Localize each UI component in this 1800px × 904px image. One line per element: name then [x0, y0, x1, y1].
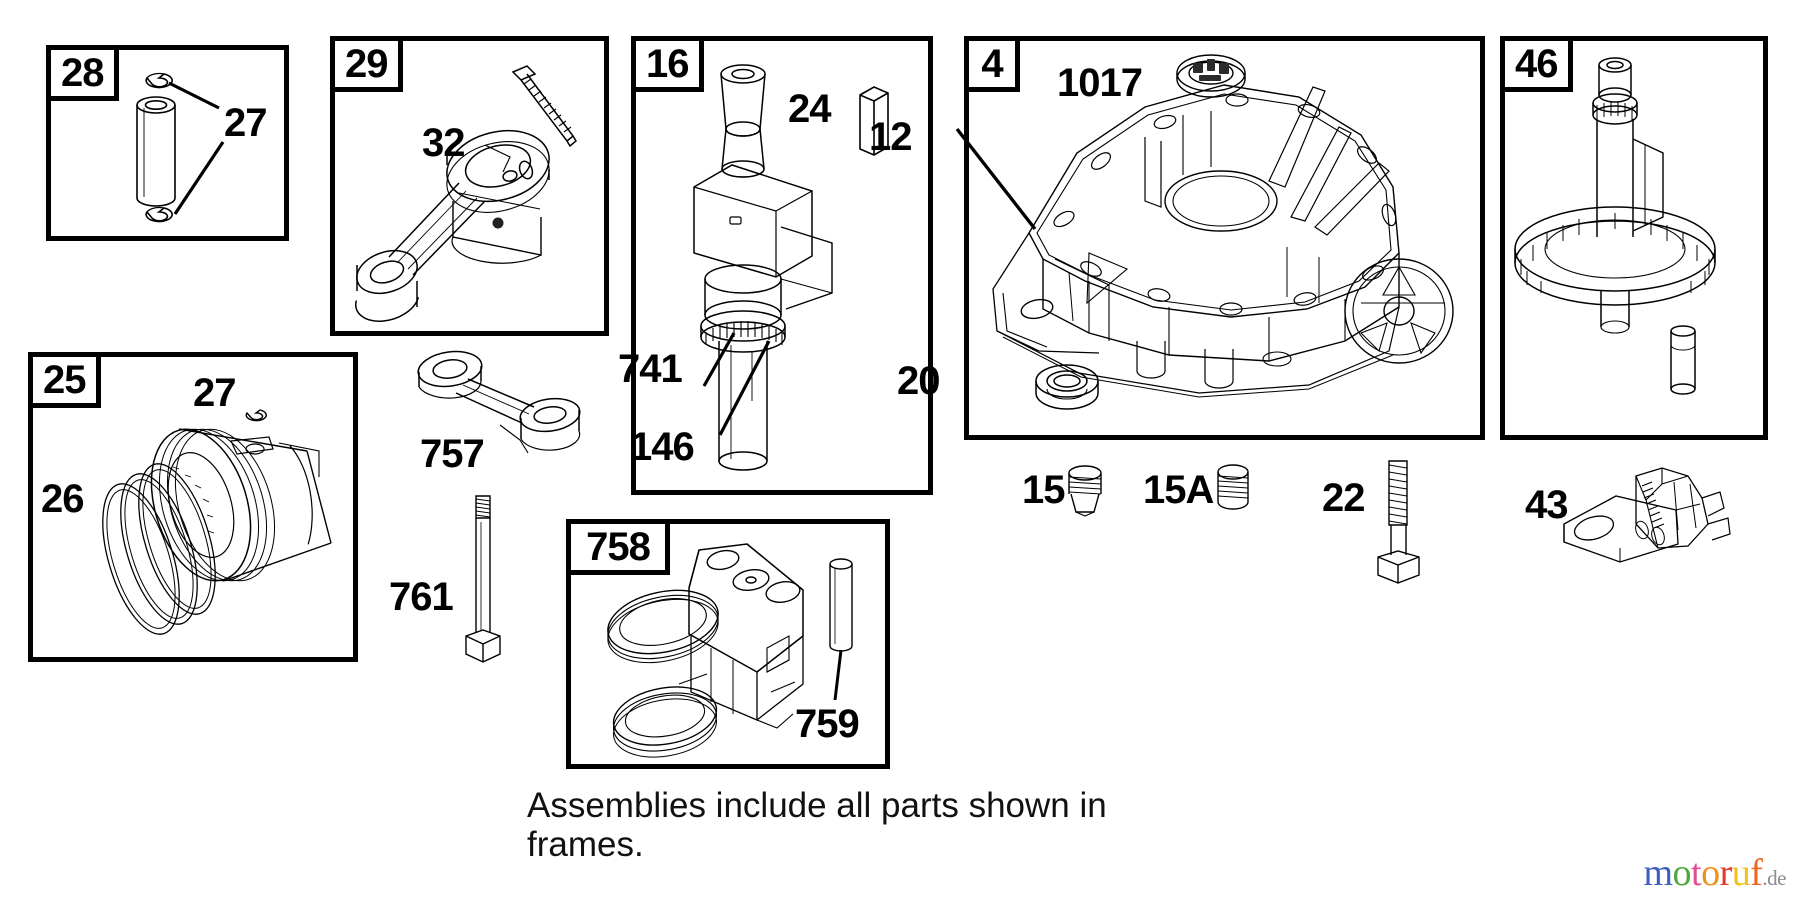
frame-16-tag: 16	[631, 36, 704, 92]
flywheel-key-art	[848, 77, 908, 159]
callout-146: 146	[630, 425, 695, 469]
hex-bolt-22-art	[1373, 455, 1425, 587]
callout-24: 24	[788, 87, 831, 131]
logo-letter-m: m	[1643, 852, 1673, 894]
long-bolt-761-art	[458, 490, 510, 670]
logo-letter-f: f	[1750, 852, 1763, 894]
callout-761: 761	[389, 575, 454, 619]
threaded-plug-15a-art	[1213, 462, 1253, 518]
callout-12: 12	[869, 115, 912, 159]
crankcase-sump-art	[969, 41, 1490, 445]
logo-letter-u: u	[1731, 852, 1751, 894]
callout-27-top: 27	[224, 101, 267, 145]
callout-1017: 1017	[1057, 61, 1143, 105]
frame-16: 16	[618, 36, 933, 495]
callout-20: 20	[897, 359, 940, 403]
frame-758-tag: 758	[566, 519, 670, 575]
frame-46-tag: 46	[1500, 36, 1573, 92]
logo-letter-r: r	[1719, 852, 1733, 894]
connecting-rod-art	[335, 41, 614, 341]
callout-741: 741	[618, 347, 683, 391]
frame-28-tag: 28	[46, 45, 119, 101]
logo-suffix-de: .de	[1762, 866, 1786, 890]
logo-letter-t: t	[1691, 852, 1702, 894]
oil-seal-art	[1169, 51, 1253, 107]
callout-26: 26	[41, 477, 84, 521]
frame-28: 28	[46, 45, 289, 241]
piston-art	[33, 357, 363, 667]
frame-4-tag: 4	[964, 36, 1020, 92]
bearing-washer-art	[1027, 359, 1107, 415]
motoruf-logo: motoruf.de	[1643, 854, 1786, 892]
callout-759: 759	[795, 702, 860, 746]
piston-pin-art	[51, 50, 294, 246]
frame-46: 46	[1500, 36, 1768, 440]
callout-15A: 15A	[1143, 468, 1214, 512]
crankshaft-art	[636, 41, 938, 500]
diagram-caption: Assemblies include all parts shown in fr…	[527, 786, 1107, 865]
callout-15: 15	[1022, 468, 1065, 512]
frame-29-tag: 29	[330, 36, 403, 92]
logo-letter-o1: o	[1672, 852, 1692, 894]
frame-758: 758	[566, 519, 890, 769]
callout-757: 757	[420, 432, 485, 476]
governor-control-bracket-art	[1558, 462, 1748, 570]
frame-25: 25	[28, 352, 358, 662]
governor-bracket-art	[571, 524, 895, 774]
frame-4: 4	[869, 36, 1485, 440]
governor-arm-link-art	[410, 345, 586, 465]
frame-29: 29	[330, 36, 609, 336]
camshaft-art	[1505, 41, 1773, 445]
frame-25-tag: 25	[28, 352, 101, 408]
callout-27-piston: 27	[193, 371, 236, 415]
callout-43: 43	[1525, 483, 1568, 527]
callout-12-leader	[955, 41, 1490, 445]
callout-32: 32	[422, 121, 465, 165]
logo-letter-o2: o	[1701, 852, 1720, 894]
callout-22: 22	[1322, 476, 1365, 520]
drain-plug-15-art	[1063, 462, 1107, 520]
